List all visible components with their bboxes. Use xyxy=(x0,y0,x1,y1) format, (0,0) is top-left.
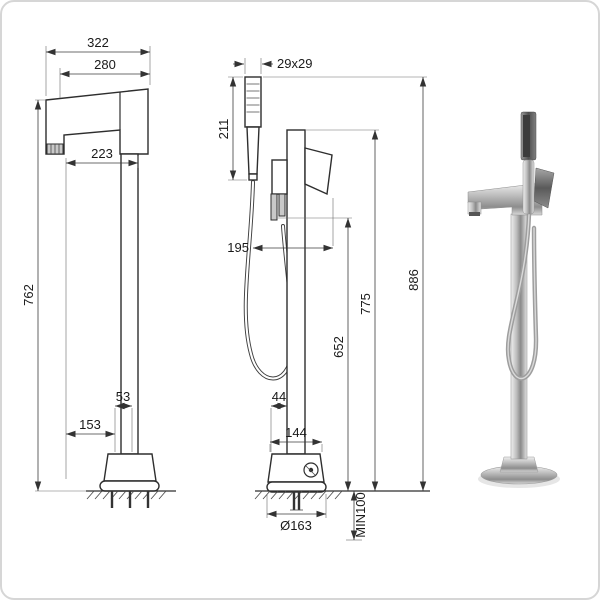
front-base-collar xyxy=(103,453,157,482)
side-view: 29x29 211 195 652 775 886 44 xyxy=(216,56,430,541)
front-base-plate xyxy=(99,480,160,492)
front-dimensions: 322 280 223 762 53 153 xyxy=(21,35,151,492)
side-base-plate xyxy=(266,481,327,493)
side-floor-line xyxy=(254,490,430,500)
dim-outlet-height: 652 xyxy=(331,336,346,358)
front-column xyxy=(120,153,139,455)
handshower-head xyxy=(244,76,262,128)
dim-front-height: 762 xyxy=(21,284,36,306)
handshower-handle xyxy=(246,126,260,175)
hose-connector xyxy=(248,173,258,181)
dim-base-depth: 144 xyxy=(285,425,307,440)
base-detail-circle xyxy=(303,462,319,478)
dim-front-base-offset: 53 xyxy=(116,389,130,404)
dim-front-spout-width: 280 xyxy=(94,57,116,72)
front-view: 322 280 223 762 53 153 xyxy=(21,35,176,508)
render-handshower-handle xyxy=(522,159,535,215)
render-aerator xyxy=(469,212,480,216)
dim-base-diameter: Ø163 xyxy=(280,518,312,533)
render-handle xyxy=(533,167,555,209)
side-anchor-stud xyxy=(290,491,303,511)
side-spout-block xyxy=(271,159,288,195)
shower-hose xyxy=(243,180,295,381)
dim-total-height: 886 xyxy=(406,269,421,291)
front-faucet xyxy=(45,88,176,508)
dim-front-outlet-to-column: 153 xyxy=(79,417,101,432)
dim-min-clearance: MIN100 xyxy=(353,492,368,538)
side-outlet-tube xyxy=(270,193,278,221)
dim-front-overall-width: 322 xyxy=(87,35,109,50)
dim-handshower-length: 211 xyxy=(216,119,231,140)
front-anchor-bolts xyxy=(110,491,150,508)
render-handshower-face xyxy=(523,115,530,157)
side-dimensions: 29x29 211 195 652 775 886 44 xyxy=(216,56,427,541)
perspective-view xyxy=(467,111,560,488)
dim-handshower-section: 29x29 xyxy=(277,56,312,71)
side-handle-lever xyxy=(304,147,333,196)
dim-outlet-reach: 195 xyxy=(227,240,249,255)
side-diverter-tube xyxy=(278,193,286,217)
side-base-collar xyxy=(267,453,325,483)
dim-body-height: 775 xyxy=(358,293,373,315)
dim-front-spout-reach: 223 xyxy=(91,146,113,161)
side-faucet xyxy=(243,76,430,511)
side-column xyxy=(286,129,306,455)
dim-column-offset: 44 xyxy=(272,389,286,404)
